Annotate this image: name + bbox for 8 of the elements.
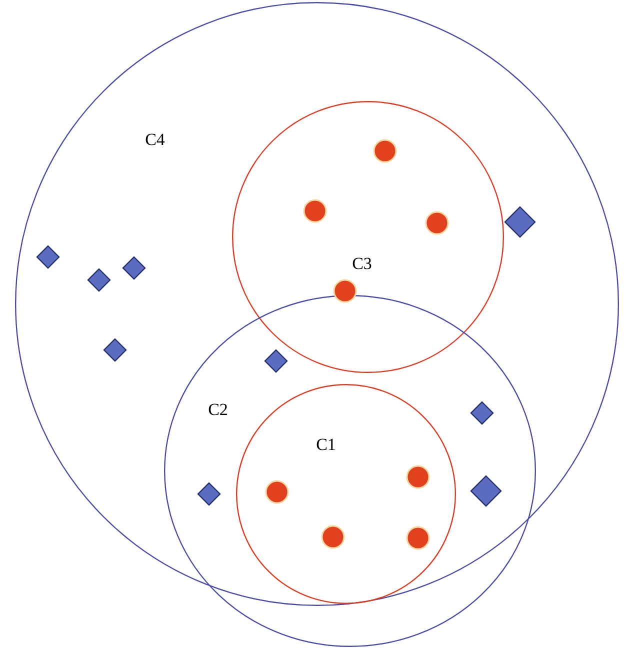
- cluster-label: C4: [145, 130, 165, 150]
- cluster-label: C3: [352, 254, 372, 274]
- cluster-label: C1: [316, 435, 336, 455]
- cluster-circle: [164, 295, 536, 647]
- cluster-circle: [15, 2, 619, 606]
- cluster-circle: [236, 384, 456, 604]
- cluster-label: C2: [208, 400, 228, 420]
- cluster-circle: [232, 101, 504, 373]
